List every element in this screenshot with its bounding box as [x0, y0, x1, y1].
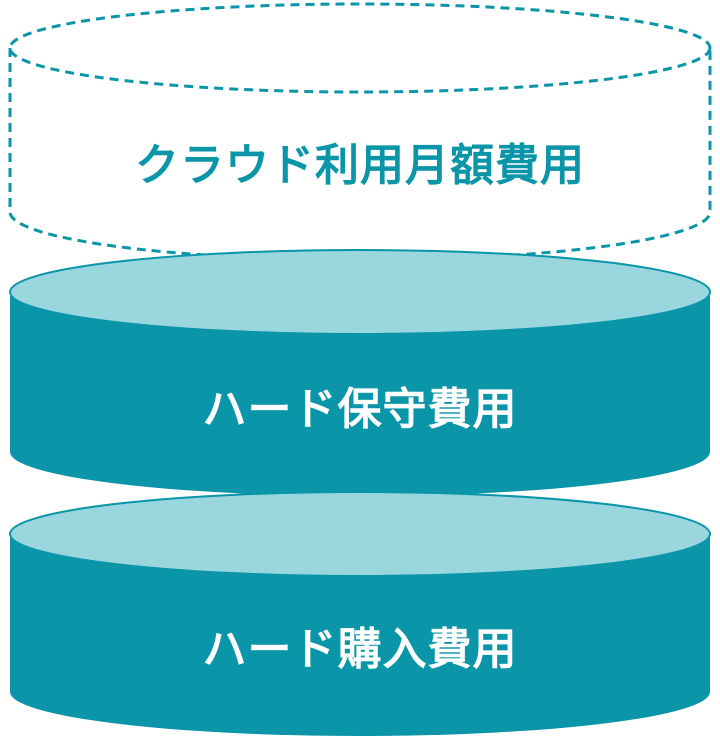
- hardware-maintenance-cylinder: ハード保守費用: [9, 249, 711, 496]
- hardware-purchase-label: ハード購入費用: [203, 624, 518, 675]
- cloud-fee-cylinder: クラウド利用月額費用: [8, 2, 712, 262]
- cloud-fee-cylinder-top: [8, 2, 712, 94]
- hardware-purchase-cylinder: ハード購入費用: [9, 491, 711, 736]
- hardware-maintenance-cylinder-top: [9, 249, 711, 335]
- cloud-fee-label: クラウド利用月額費用: [135, 140, 585, 191]
- hardware-purchase-cylinder-body: [10, 534, 710, 736]
- hardware-purchase-cylinder-top: [9, 491, 711, 577]
- hardware-maintenance-label: ハード保守費用: [203, 384, 518, 435]
- hardware-maintenance-cylinder-body: [10, 292, 710, 496]
